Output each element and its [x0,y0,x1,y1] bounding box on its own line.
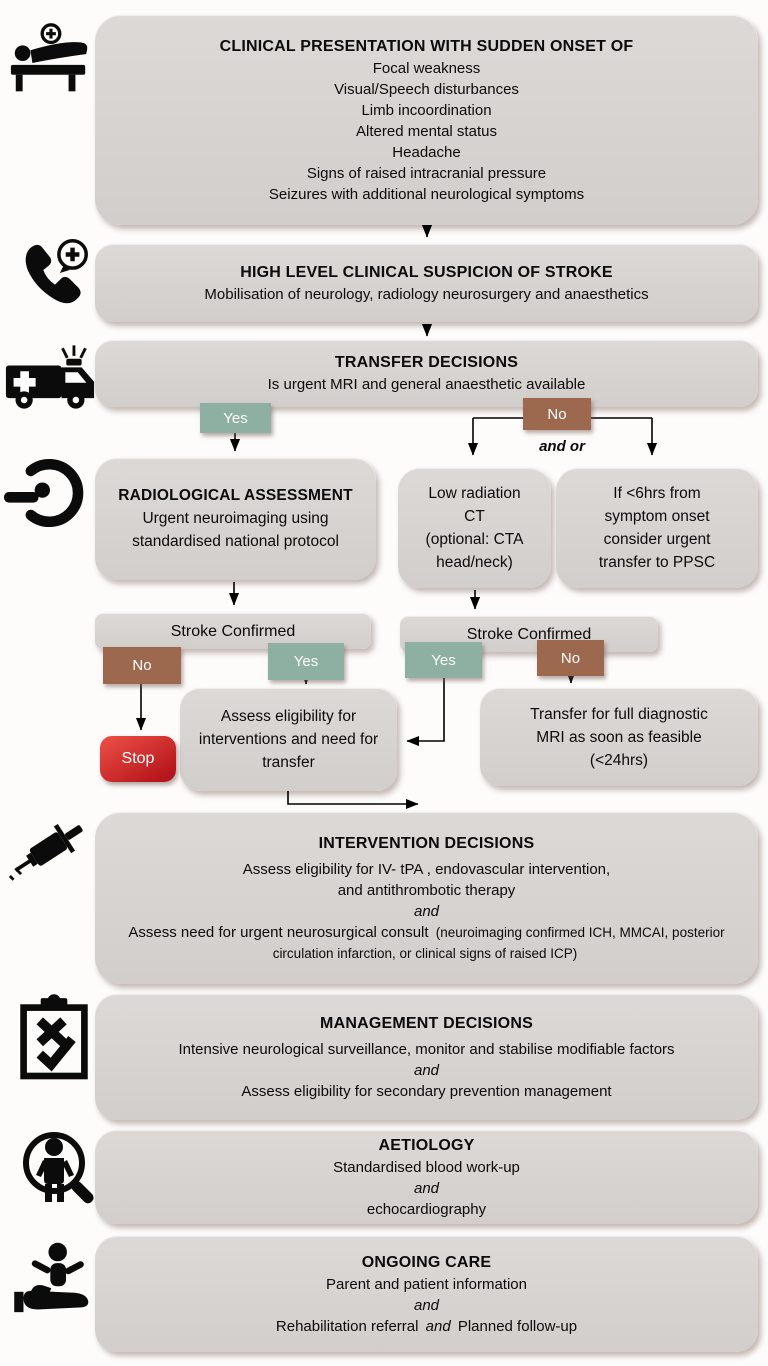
and-or-label: and or [539,438,585,455]
intervention-consult-detail: (neuroimaging confirmed ICH, MMCAI, post… [272,924,725,961]
ppsc-line: If <6hrs from [613,485,701,502]
aetiology-line: Standardised blood work-up [333,1158,520,1176]
radiological-assessment-title: RADIOLOGICAL ASSESSMENT [118,487,353,504]
ppsc-transfer-box: If <6hrs from symptom onset consider urg… [556,468,758,588]
child-care-icon [12,1240,96,1314]
ppsc-line: transfer to PPSC [598,554,716,571]
and-connector: and [413,902,440,920]
emergency-call-icon [14,233,96,311]
clinical-presentation-box: CLINICAL PRESENTATION WITH SUDDEN ONSET … [95,15,758,225]
rehab-referral-text: Rehabilitation referral [275,1317,419,1335]
assess-eligibility-box: Assess eligibility for interventions and… [180,688,397,791]
assess-line: interventions and need for [198,731,379,748]
stroke-confirmed-label: Stroke Confirmed [466,625,592,643]
management-decisions-box: MANAGEMENT DECISIONS Intensive neurologi… [95,994,758,1120]
transfer-no-tag: No [523,398,591,430]
symptom-line: Limb incoordination [361,101,492,119]
low-ct-line: head/neck) [436,554,513,571]
ongoing-care-box: ONGOING CARE Parent and patient informat… [95,1236,758,1352]
radiological-line: Urgent neuroimaging using [142,510,329,527]
transfer-mri-line: Transfer for full diagnostic [530,705,708,723]
symptom-line: Headache [392,143,461,161]
planned-followup-text: Planned follow-up [457,1317,578,1335]
radiological-line: standardised national protocol [132,533,339,550]
patient-bed-icon [6,22,94,102]
low-radiation-ct-box: Low radiation CT (optional: CTA head/nec… [398,468,551,588]
transfer-decisions-box: TRANSFER DECISIONS Is urgent MRI and gen… [95,340,758,407]
assess-line: Assess eligibility for [220,708,357,725]
intervention-consult-text: Assess need for urgent neurosurgical con… [128,923,429,941]
stroke-left-no-tag: No [103,647,181,684]
symptom-line: Altered mental status [356,122,497,140]
stroke-left-yes-tag: Yes [268,643,344,680]
clinical-suspicion-box: HIGH LEVEL CLINICAL SUSPICION OF STROKE … [95,244,758,322]
and-connector: and [425,1317,451,1335]
stroke-confirmed-label: Stroke Confirmed [170,622,296,640]
low-ct-line: Low radiation [428,485,521,502]
aetiology-box: AETIOLOGY Standardised blood work-up and… [95,1130,758,1224]
management-title: MANAGEMENT DECISIONS [320,1014,533,1032]
management-line: Intensive neurological surveillance, mon… [178,1040,675,1058]
clinical-suspicion-line: Mobilisation of neurology, radiology neu… [204,285,649,303]
stroke-right-no-tag: No [537,640,604,676]
checklist-icon [16,992,92,1084]
symptom-line: Focal weakness [372,59,481,77]
mri-scanner-icon [4,452,96,534]
aetiology-line: echocardiography [366,1200,487,1218]
assess-line: transfer [262,754,315,771]
transfer-mri-line: (<24hrs) [589,751,649,769]
clinical-suspicion-title: HIGH LEVEL CLINICAL SUSPICION OF STROKE [240,263,613,281]
symptom-line: Visual/Speech disturbances [334,80,519,98]
intervention-title: INTERVENTION DECISIONS [318,834,535,852]
low-ct-line: CT [464,508,485,525]
intervention-line: and antithrombotic therapy [337,881,516,899]
ambulance-icon [4,338,96,416]
management-line: Assess eligibility for secondary prevent… [241,1082,612,1100]
intervention-line: Assess need for urgent neurosurgical con… [113,922,740,964]
patient-examination-icon [12,1124,98,1212]
symptom-line: Signs of raised intracranial pressure [306,164,547,182]
syringe-icon [8,806,92,890]
transfer-decisions-title: TRANSFER DECISIONS [334,354,519,371]
and-connector: and [413,1296,440,1314]
symptom-line: Seizures with additional neurological sy… [268,185,585,203]
transfer-mri-box: Transfer for full diagnostic MRI as soon… [480,688,758,786]
radiological-assessment-box: RADIOLOGICAL ASSESSMENT Urgent neuroimag… [95,458,376,580]
stroke-right-yes-tag: Yes [405,642,482,678]
and-connector: and [413,1061,440,1079]
transfer-yes-tag: Yes [200,403,271,433]
ongoing-care-line: Parent and patient information [326,1275,527,1293]
ongoing-care-line: Rehabilitation referral and Planned foll… [276,1316,577,1337]
and-connector: and [413,1179,440,1197]
transfer-mri-line: MRI as soon as feasible [536,728,702,746]
aetiology-title: AETIOLOGY [378,1136,475,1154]
intervention-line: Assess eligibility for IV- tPA , endovas… [242,860,611,878]
low-ct-line: (optional: CTA [425,531,524,548]
clinical-presentation-title: CLINICAL PRESENTATION WITH SUDDEN ONSET … [219,37,634,55]
transfer-decisions-line: Is urgent MRI and general anaesthetic av… [267,376,586,393]
ppsc-line: consider urgent [603,531,711,548]
intervention-decisions-box: INTERVENTION DECISIONS Assess eligibilit… [95,812,758,984]
ppsc-line: symptom onset [604,508,710,525]
ongoing-care-title: ONGOING CARE [361,1253,492,1271]
stop-box: Stop [100,736,176,782]
